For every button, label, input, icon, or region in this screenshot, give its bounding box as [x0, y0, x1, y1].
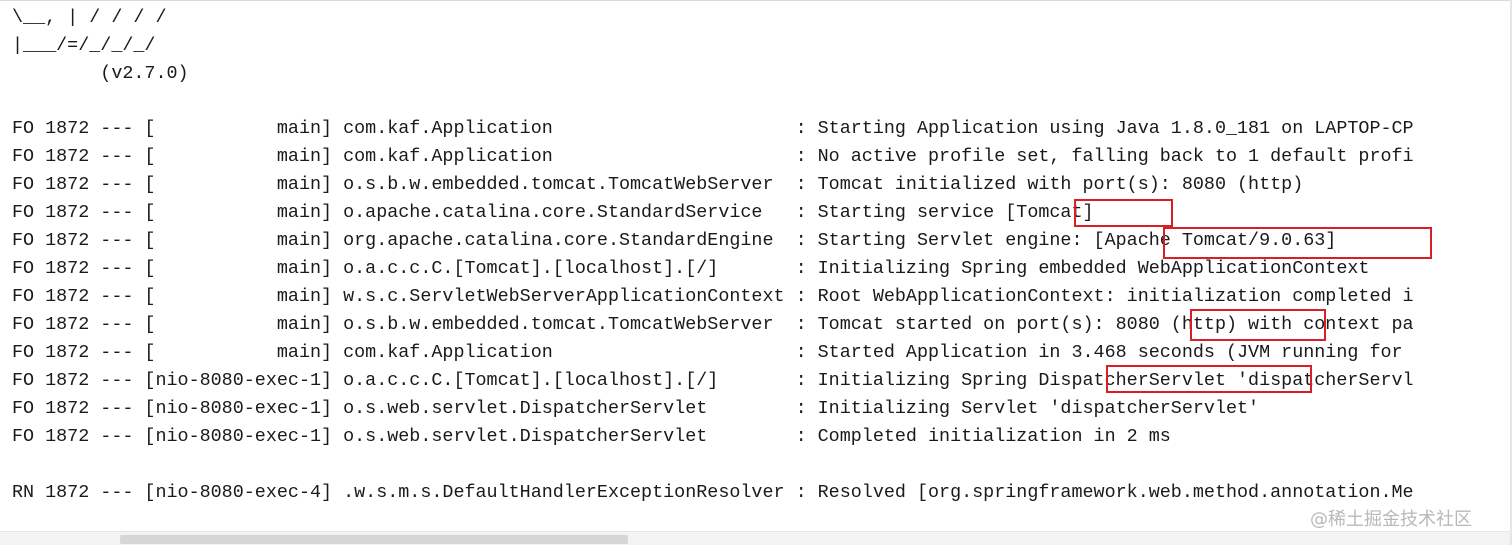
- banner-line-1: \__, | / / / /: [12, 7, 167, 28]
- horizontal-scrollbar[interactable]: [0, 531, 1512, 545]
- banner-line-2: |___/=/_/_/_/: [12, 35, 156, 56]
- log-line-9: FO 1872 --- [ main] com.kaf.Application …: [12, 342, 1403, 363]
- log-line-12: FO 1872 --- [nio-8080-exec-1] o.s.web.se…: [12, 426, 1171, 447]
- banner-version: (v2.7.0): [12, 63, 189, 84]
- log-line-5: FO 1872 --- [ main] org.apache.catalina.…: [12, 230, 1337, 251]
- log-line-2: FO 1872 --- [ main] com.kaf.Application …: [12, 146, 1414, 167]
- log-line-3: FO 1872 --- [ main] o.s.b.w.embedded.tom…: [12, 174, 1304, 195]
- log-line-7: FO 1872 --- [ main] w.s.c.ServletWebServ…: [12, 286, 1414, 307]
- scrollbar-thumb[interactable]: [120, 535, 628, 544]
- log-line-1: FO 1872 --- [ main] com.kaf.Application …: [12, 118, 1414, 139]
- log-line-6: FO 1872 --- [ main] o.a.c.c.C.[Tomcat].[…: [12, 258, 1370, 279]
- log-line-11: FO 1872 --- [nio-8080-exec-1] o.s.web.se…: [12, 398, 1260, 419]
- log-line-8: FO 1872 --- [ main] o.s.b.w.embedded.tom…: [12, 314, 1414, 335]
- log-line-14: RN 1872 --- [nio-8080-exec-4] .w.s.m.s.D…: [12, 482, 1414, 503]
- watermark: @稀土掘金技术社区: [1310, 509, 1472, 530]
- log-line-10: FO 1872 --- [nio-8080-exec-1] o.a.c.c.C.…: [12, 370, 1414, 391]
- top-border: [0, 0, 1512, 1]
- log-line-4: FO 1872 --- [ main] o.apache.catalina.co…: [12, 202, 1094, 223]
- right-border: [1510, 0, 1512, 545]
